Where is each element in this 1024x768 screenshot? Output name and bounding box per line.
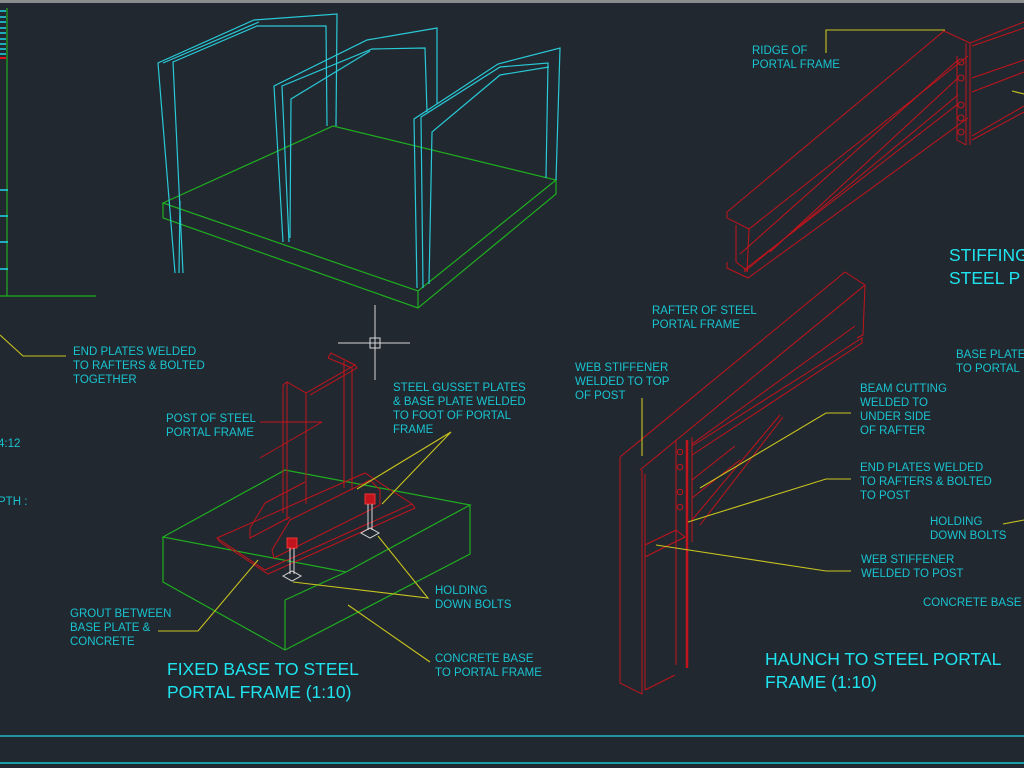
label-grout: GROUT BETWEEN BASE PLATE & CONCRETE xyxy=(70,608,175,648)
label-rafter-of-steel: RAFTER OF STEEL PORTAL FRAME xyxy=(652,305,760,331)
holding-down-bolt-2 xyxy=(359,493,381,539)
label-post-of-steel: POST OF STEEL PORTAL FRAME xyxy=(166,413,259,439)
title-haunch: HAUNCH TO STEEL PORTAL FRAME (1:10) xyxy=(765,649,1006,692)
right-edge-fragment xyxy=(1002,519,1024,525)
label-end-plates-left: END PLATES WELDED TO RAFTERS & BOLTED TO… xyxy=(73,346,208,386)
holding-down-bolt-1 xyxy=(281,537,303,582)
label-base-plate-right: BASE PLATE TO PORTAL xyxy=(956,349,1024,375)
cad-drawing-canvas[interactable]: END PLATES WELDED TO RAFTERS & BOLTED TO… xyxy=(0,3,1024,768)
leader-end-plates-left xyxy=(0,334,66,357)
label-beam-cutting: BEAM CUTTING WELDED TO UNDER SIDE OF RAF… xyxy=(860,383,950,437)
title-fixed-base: FIXED BASE TO STEEL PORTAL FRAME (1:10) xyxy=(167,659,363,702)
label-web-stiffener-post: WEB STIFFENER WELDED TO POST xyxy=(861,554,963,580)
haunch-leaders xyxy=(641,398,851,572)
fragment-depth-text: PTH : xyxy=(0,496,27,508)
label-concrete-base-right: CONCRETE BASE xyxy=(923,597,1022,609)
label-holding-down-bolts-right: HOLDING DOWN BOLTS xyxy=(930,516,1007,542)
title-stiffing-partial: STIFFING STEEL P xyxy=(949,245,1024,288)
label-end-plates-haunch: END PLATES WELDED TO RAFTERS & BOLTED TO… xyxy=(860,462,995,502)
window-top-border xyxy=(0,0,1024,3)
fragment-ratio-text: 4:12 xyxy=(0,438,20,450)
label-holding-down-bolts: HOLDING DOWN BOLTS xyxy=(435,585,512,611)
ridge-detail xyxy=(726,21,1024,279)
label-steel-gusset-plates: STEEL GUSSET PLATES & BASE PLATE WELDED … xyxy=(393,382,529,436)
leader-ridge-right xyxy=(1011,90,1024,95)
haunch-detail xyxy=(619,271,866,695)
portal-frame-3d-model xyxy=(157,13,561,309)
label-concrete-base: CONCRETE BASE TO PORTAL FRAME xyxy=(435,653,542,679)
label-web-stiffener-top: WEB STIFFENER WELDED TO TOP OF POST xyxy=(575,362,672,402)
label-ridge-of-portal-frame: RIDGE OF PORTAL FRAME xyxy=(752,45,840,71)
left-elevation-fragment xyxy=(0,8,96,297)
crosshair-cursor xyxy=(338,305,410,380)
leader-ridge xyxy=(825,29,945,53)
fixed-base-leaders xyxy=(158,431,452,663)
fixed-base-detail xyxy=(161,352,472,651)
